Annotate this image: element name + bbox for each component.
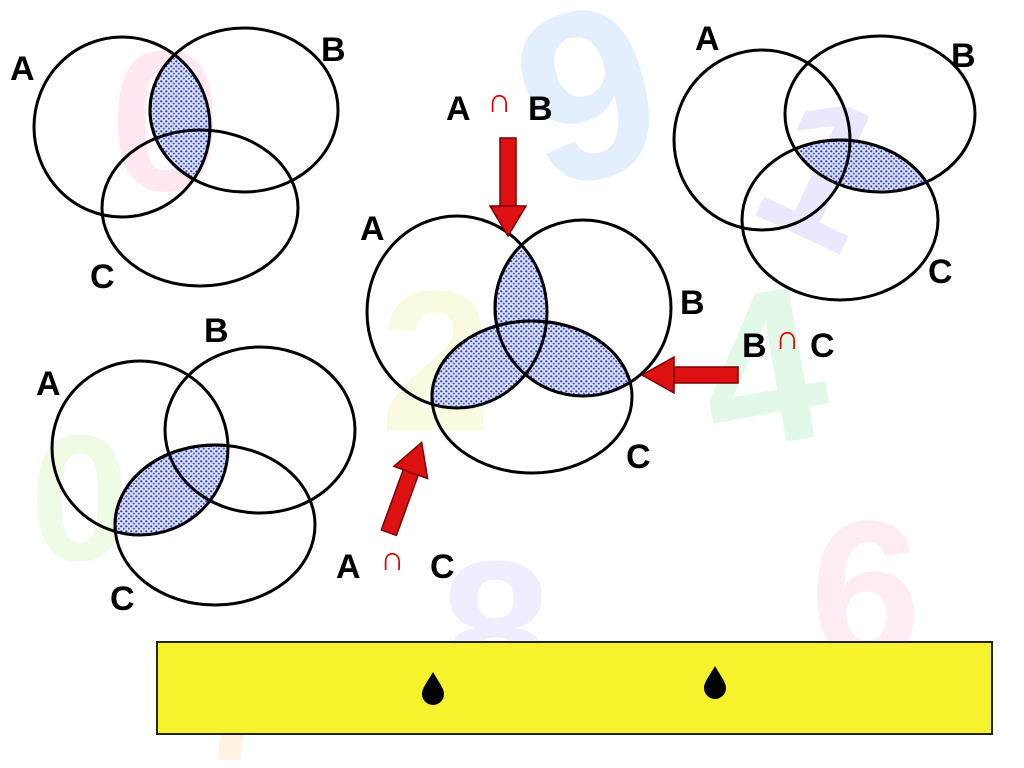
bg-digit-0b: 0 [30,398,130,599]
label-a: A [695,20,720,58]
caption-left: A [446,90,471,128]
label-c: C [90,258,115,296]
label-c: C [928,253,953,291]
label-b: B [321,31,346,69]
set-b-circle [148,26,340,194]
drop-marker-icon [704,666,726,699]
set-a-circle [32,35,212,219]
label-b: B [951,37,976,75]
label-c: C [110,580,135,618]
caption-left: B [742,327,767,365]
caption-b-intersect-c: B ∩ C [742,319,835,365]
set-a-circle [365,214,549,410]
drop-marker-icon [422,672,444,705]
intersect-symbol: ∩ [380,540,405,578]
bg-digit-9: 9 [489,0,687,241]
caption-right: B [528,90,553,128]
caption-a-intersect-c: A ∩ C [336,540,455,586]
bottom-bar [156,641,993,735]
label-b: B [204,312,229,350]
label-c: C [626,438,651,476]
set-c-circle [100,128,300,288]
label-a: A [36,365,61,403]
set-c-circle [113,443,317,607]
set-a-circle [50,359,230,537]
caption-a-intersect-b: A ∩ B [446,82,553,128]
label-a: A [360,210,385,248]
set-c-circle [740,138,940,302]
label-b: B [680,284,705,322]
set-c-circle [430,319,634,475]
arrow-a-b [488,137,528,238]
caption-right: C [810,327,835,365]
arrow-a-c [380,440,429,537]
venn-diagram-a-intersect-b: A B C [10,26,346,296]
caption-left: A [336,548,361,586]
label-a: A [10,50,35,88]
intersect-symbol: ∩ [487,82,512,120]
set-b-circle [493,218,673,398]
set-b-circle [163,345,357,515]
set-b-circle [783,34,977,194]
caption-right: C [430,548,455,586]
intersect-symbol: ∩ [775,319,800,357]
arrow-b-c [640,355,739,395]
